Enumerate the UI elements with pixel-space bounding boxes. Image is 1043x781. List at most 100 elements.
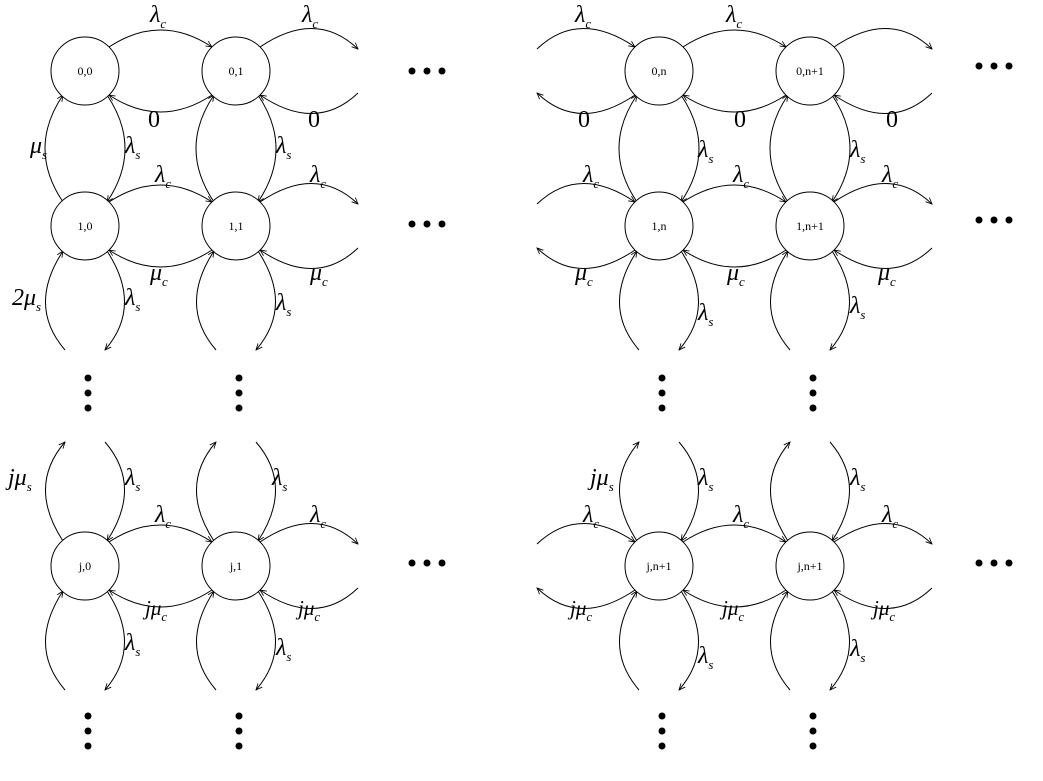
horizontal-ellipsis-dot bbox=[990, 62, 998, 70]
vertical-ellipsis-dot bbox=[84, 727, 92, 735]
rate-symbol: μ bbox=[29, 133, 42, 159]
forward-transition-edge bbox=[682, 29, 786, 47]
outgoing-right-edge bbox=[833, 523, 932, 544]
horizontal-ellipsis-dot bbox=[408, 67, 416, 75]
state-node: 0,0 bbox=[50, 36, 120, 106]
state-node-label: 1,n+1 bbox=[796, 219, 824, 233]
rate-subscript: c bbox=[743, 516, 749, 531]
outgoing-down-edge bbox=[256, 250, 276, 350]
rate-label: λs bbox=[697, 643, 713, 672]
rate-label: λs bbox=[849, 465, 865, 494]
rate-symbol: λ bbox=[582, 502, 593, 528]
forward-transition-edge bbox=[108, 184, 212, 202]
horizontal-ellipsis-dot bbox=[438, 220, 446, 228]
vertical-ellipsis-dot bbox=[235, 374, 243, 382]
rate-subscript: c bbox=[738, 609, 744, 624]
outgoing-down-edge bbox=[105, 250, 125, 350]
rate-label: 2μs bbox=[12, 285, 41, 314]
incoming-up-edge bbox=[104, 441, 125, 541]
rate-symbol: λ bbox=[582, 162, 593, 188]
rate-subscript: c bbox=[160, 16, 166, 31]
upward-transition-edge bbox=[618, 95, 637, 203]
outgoing-up-edge bbox=[45, 442, 65, 542]
rate-label: λs bbox=[849, 137, 865, 166]
incoming-down-edge bbox=[619, 251, 640, 351]
rate-subscript: c bbox=[593, 176, 599, 191]
horizontal-ellipsis-dot bbox=[975, 62, 983, 70]
rate-subscript: c bbox=[322, 274, 328, 289]
rate-label: λc bbox=[881, 502, 898, 531]
backward-transition-edge bbox=[109, 250, 213, 268]
rate-subscript: c bbox=[165, 176, 171, 191]
state-node-label: j,1 bbox=[229, 559, 242, 573]
rate-symbol: μ bbox=[574, 260, 587, 286]
incoming-down-edge bbox=[196, 591, 217, 691]
state-node-circle bbox=[775, 531, 845, 601]
rate-subscript: c bbox=[739, 274, 745, 289]
rate-symbol: μ bbox=[727, 596, 739, 620]
rate-symbol: λ bbox=[697, 300, 708, 326]
state-node-label: 1,1 bbox=[229, 219, 244, 233]
downward-transition-edge bbox=[681, 94, 700, 202]
state-node: 0,n bbox=[624, 36, 694, 106]
rate-subscript: s bbox=[708, 314, 713, 329]
downward-transition-edge bbox=[832, 94, 851, 202]
vertical-ellipsis-dot bbox=[809, 742, 817, 750]
upward-transition-edge bbox=[44, 95, 63, 203]
state-node-circle bbox=[201, 36, 271, 106]
horizontal-ellipsis-dot bbox=[990, 559, 998, 567]
rate-subscript: s bbox=[860, 479, 865, 494]
horizontal-ellipsis-dot bbox=[1005, 62, 1013, 70]
outgoing-down-edge bbox=[679, 590, 699, 690]
incoming-down-edge bbox=[196, 251, 217, 351]
rate-label: λc bbox=[582, 162, 599, 191]
rate-subscript: c bbox=[736, 16, 742, 31]
incoming-right-edge bbox=[260, 587, 359, 609]
vertical-ellipsis-dot bbox=[658, 727, 666, 735]
rate-subscript: s bbox=[860, 307, 865, 322]
rate-subscript: c bbox=[312, 16, 318, 31]
incoming-up-edge bbox=[829, 441, 850, 541]
forward-transition-edge bbox=[108, 524, 212, 542]
state-node: 1,0 bbox=[50, 191, 120, 261]
incoming-up-edge bbox=[255, 441, 276, 541]
incoming-right-edge bbox=[260, 247, 359, 269]
rate-symbol: λ bbox=[124, 133, 135, 159]
rate-subscript: s bbox=[286, 304, 291, 319]
zero-rate-label: 0 bbox=[148, 107, 160, 133]
rate-label: λc bbox=[154, 502, 171, 531]
rate-label: λs bbox=[849, 636, 865, 665]
rate-subscript: s bbox=[286, 147, 291, 162]
state-node: 1,n bbox=[624, 191, 694, 261]
rate-subscript: s bbox=[135, 644, 140, 659]
rate-label: λs bbox=[124, 630, 140, 659]
rate-subscript: c bbox=[889, 609, 895, 624]
state-node-circle bbox=[50, 191, 120, 261]
rate-label: λc bbox=[574, 2, 591, 31]
rate-subscript: s bbox=[135, 299, 140, 314]
rate-symbol: λ bbox=[732, 502, 743, 528]
rate-symbol: λ bbox=[697, 643, 708, 669]
vertical-ellipsis-dot bbox=[658, 742, 666, 750]
incoming-down-edge bbox=[770, 591, 791, 691]
upward-transition-edge bbox=[769, 95, 788, 203]
vertical-ellipsis-dot bbox=[809, 374, 817, 382]
state-node-label: j,n+1 bbox=[796, 559, 822, 573]
rate-label: λs bbox=[697, 137, 713, 166]
rate-symbol: λ bbox=[271, 465, 282, 491]
rate-label: λc bbox=[732, 162, 749, 191]
state-node-label: j,n+1 bbox=[645, 559, 671, 573]
rate-subscript: s bbox=[135, 147, 140, 162]
vertical-ellipsis-dot bbox=[235, 742, 243, 750]
state-node: 0,1 bbox=[201, 36, 271, 106]
rate-subscript: s bbox=[860, 151, 865, 166]
rate-symbol: μ bbox=[150, 596, 162, 620]
backward-transition-edge bbox=[683, 250, 787, 268]
rate-label: μc bbox=[149, 260, 168, 289]
rate-coefficient: j bbox=[567, 596, 576, 620]
rate-coefficient: j bbox=[142, 596, 151, 620]
rate-label: jμs bbox=[587, 465, 614, 494]
state-node-circle bbox=[775, 36, 845, 106]
horizontal-ellipsis-dot bbox=[408, 559, 416, 567]
